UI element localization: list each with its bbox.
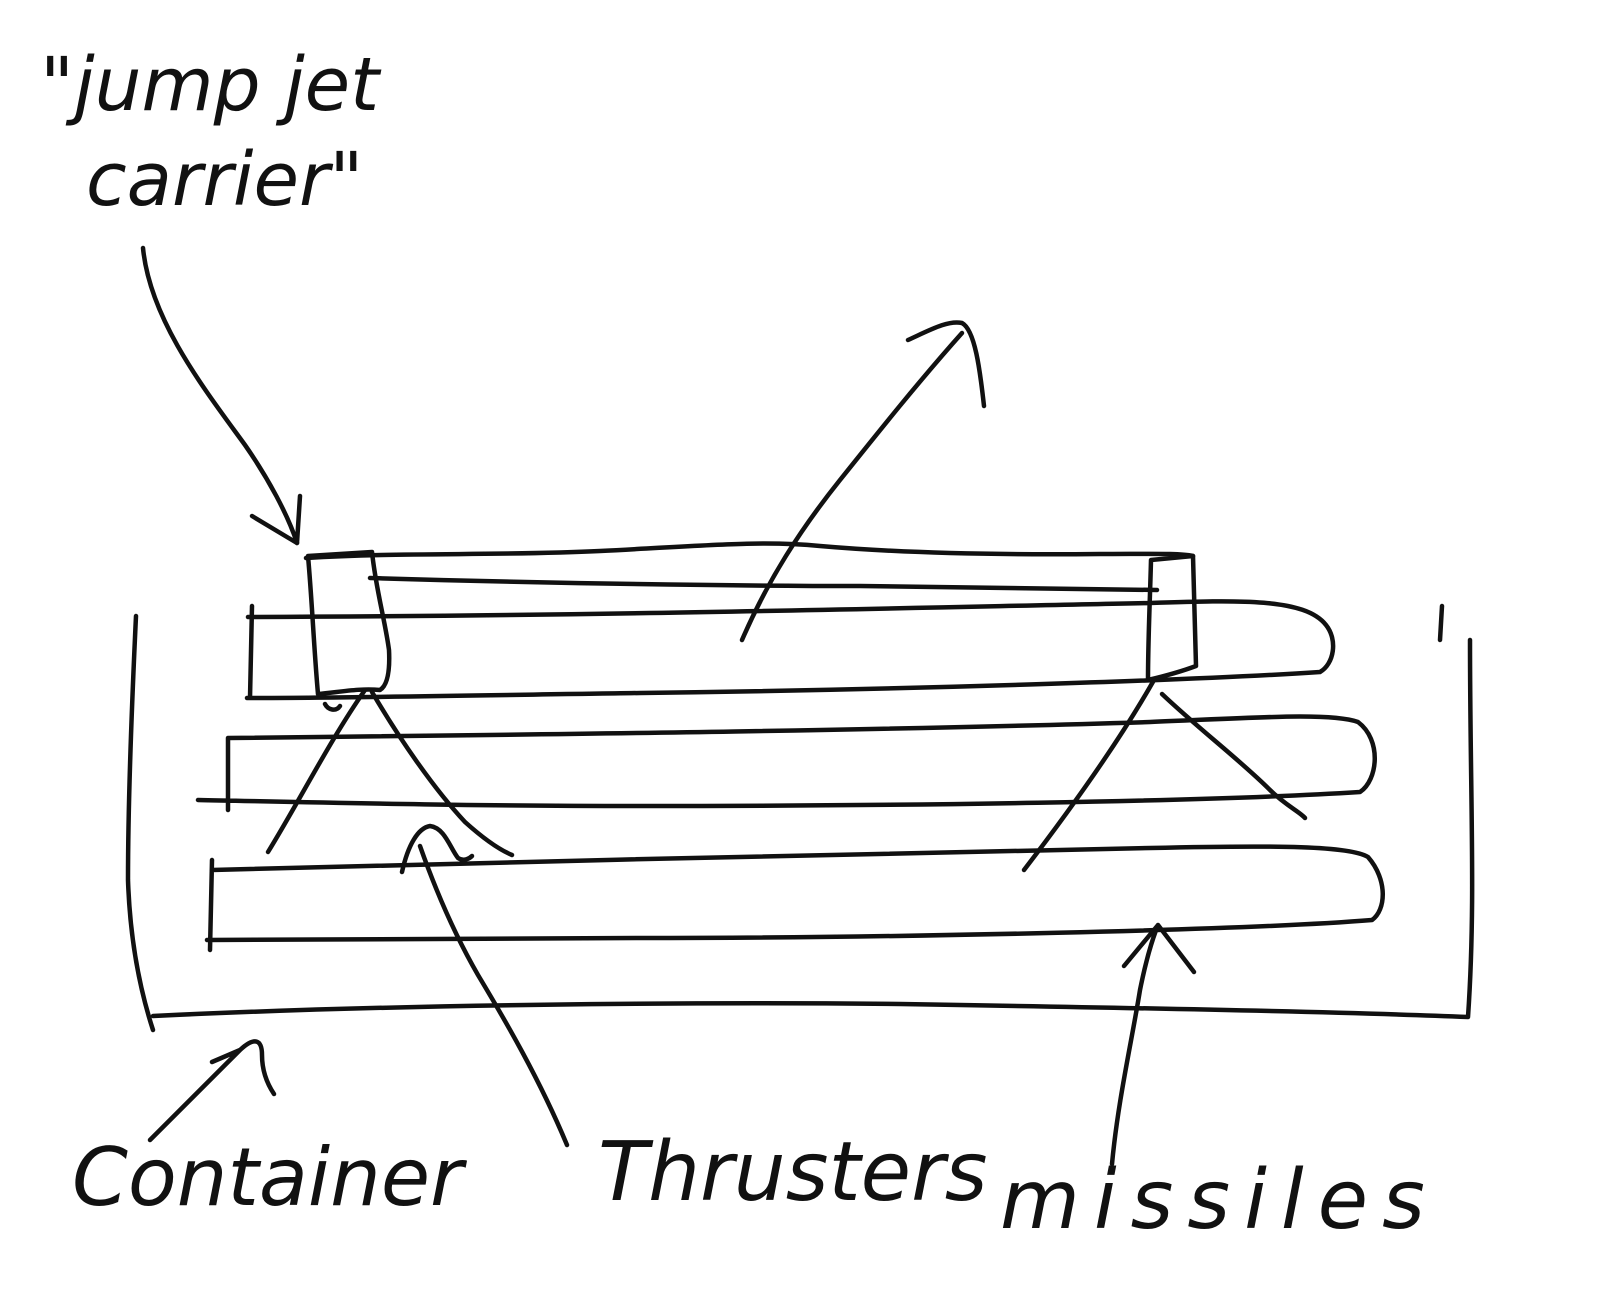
- label-jump-jet-carrier-line2: carrier": [86, 137, 363, 223]
- thrust-plume-left: [265, 687, 515, 858]
- carrier-pointer-arrow: [140, 245, 300, 546]
- label-jump-jet-carrier-line1: "jump jet: [40, 42, 382, 128]
- missile-top: [244, 599, 1336, 701]
- container-outline: [125, 603, 1475, 1033]
- label-thrusters: Thrusters: [598, 1125, 988, 1220]
- missile-middle: [195, 714, 1377, 813]
- launch-arrow: [739, 330, 965, 643]
- label-container: Container: [72, 1131, 468, 1224]
- label-missiles: missiles: [1000, 1153, 1439, 1248]
- carrier-pointer-arrowhead: [249, 493, 303, 546]
- missile-bottom: [204, 844, 1385, 953]
- thrusters-pointer: [399, 823, 570, 1148]
- container-pointer: [147, 1039, 277, 1143]
- launch-arrowhead: [905, 320, 987, 409]
- thruster-left: [305, 549, 392, 697]
- carrier-body: [303, 541, 1196, 593]
- thruster-right: [1145, 553, 1199, 683]
- missiles-pointer: [1109, 922, 1197, 1167]
- thrust-plume-right: [1021, 677, 1308, 873]
